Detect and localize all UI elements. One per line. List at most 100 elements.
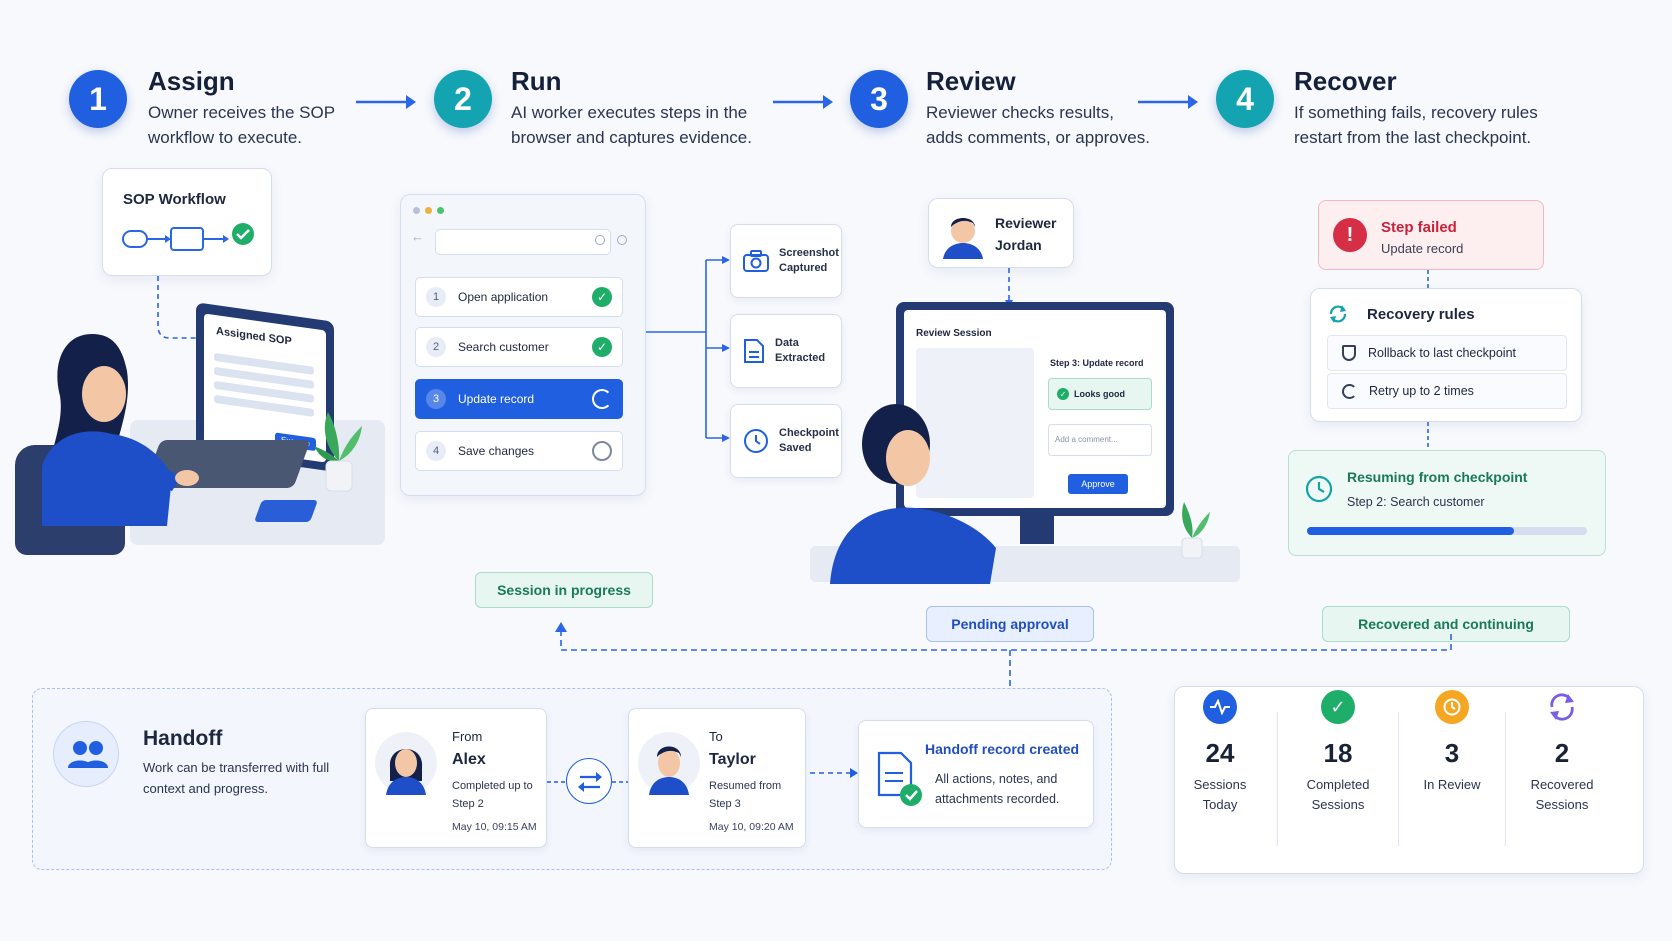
failed-title: Step failed bbox=[1381, 219, 1457, 236]
resume-progress-track bbox=[1307, 527, 1587, 535]
alert-icon: ! bbox=[1333, 218, 1367, 252]
label-line: Today bbox=[1202, 797, 1238, 812]
clock-icon bbox=[1435, 690, 1469, 724]
refresh-icon bbox=[1545, 690, 1579, 724]
handoff-desc: Work can be transferred with full contex… bbox=[143, 757, 329, 799]
rule-label: Rollback to last checkpoint bbox=[1368, 346, 1516, 360]
avatar bbox=[638, 732, 700, 795]
menu-icon[interactable] bbox=[617, 235, 627, 245]
search-icon[interactable] bbox=[595, 235, 605, 245]
desc-line: Reviewer checks results, bbox=[926, 103, 1115, 122]
clock-icon bbox=[744, 429, 768, 453]
label-line: Sessions bbox=[1193, 777, 1247, 792]
evidence-label: Saved bbox=[779, 442, 812, 454]
approve-button[interactable]: Approve bbox=[1068, 474, 1128, 494]
step-index: 3 bbox=[426, 389, 446, 409]
run-step-row[interactable]: 1 Open application ✓ bbox=[415, 277, 623, 317]
evidence-label: Extracted bbox=[775, 352, 826, 364]
shield-icon bbox=[1342, 345, 1356, 361]
check-icon: ✓ bbox=[1321, 690, 1355, 724]
desc-line: If something fails, recovery rules bbox=[1294, 103, 1538, 122]
desc-line: attachments recorded. bbox=[935, 792, 1060, 806]
step-number-3: 3 bbox=[850, 70, 908, 128]
step-desc-review: Reviewer checks results, adds comments, … bbox=[926, 100, 1150, 150]
arrow-right-icon bbox=[773, 95, 833, 109]
stats-divider bbox=[1277, 712, 1278, 846]
resume-checkpoint-card: Resuming from checkpoint Step 2: Search … bbox=[1288, 450, 1606, 556]
address-bar[interactable] bbox=[435, 229, 611, 255]
label-line: In Review bbox=[1423, 777, 1481, 792]
run-step-row-active[interactable]: 3 Update record bbox=[415, 379, 623, 419]
evidence-label: Screenshot bbox=[779, 247, 839, 259]
notebook bbox=[253, 500, 319, 522]
handoff-name: Taylor bbox=[709, 751, 756, 768]
comment-input[interactable]: Add a comment... bbox=[1048, 424, 1152, 456]
note-line: Step 2 bbox=[452, 798, 484, 810]
step-title-run: Run bbox=[511, 66, 562, 96]
step-failed-alert: ! Step failed Update record bbox=[1318, 200, 1544, 270]
swap-icon[interactable] bbox=[566, 758, 612, 804]
sop-card-title: SOP Workflow bbox=[123, 191, 226, 208]
run-step-row[interactable]: 4 Save changes bbox=[415, 431, 623, 471]
reviewer-name: Jordan bbox=[995, 237, 1042, 253]
step-title-assign: Assign bbox=[148, 66, 235, 96]
browser-dots bbox=[413, 207, 444, 214]
run-step-row[interactable]: 2 Search customer ✓ bbox=[415, 327, 623, 367]
spinner-icon bbox=[592, 389, 612, 409]
step-number-2: 2 bbox=[434, 70, 492, 128]
dashed-connector bbox=[1427, 422, 1429, 450]
resume-subtitle: Step 2: Search customer bbox=[1347, 495, 1485, 509]
monitor-stand bbox=[1020, 516, 1054, 544]
handoff-direction: To bbox=[709, 729, 723, 744]
document-icon bbox=[744, 339, 764, 363]
person-owner-illustration bbox=[42, 334, 199, 526]
review-content-panel bbox=[916, 348, 1034, 498]
stat-value: 2 bbox=[1554, 738, 1570, 768]
arrow-right-icon bbox=[1138, 95, 1198, 109]
resume-progress-fill bbox=[1307, 527, 1515, 535]
dashed-connector bbox=[612, 781, 628, 783]
retry-icon bbox=[1342, 383, 1357, 399]
plant-icon bbox=[1181, 502, 1210, 559]
step-title-review: Review bbox=[926, 66, 1016, 96]
looks-good-comment: ✓ Looks good bbox=[1048, 378, 1152, 410]
step-index: 1 bbox=[426, 287, 446, 307]
browser-window: ← 1 Open application ✓ 2 Search customer… bbox=[400, 194, 646, 496]
note-line: Step 3 bbox=[709, 798, 741, 810]
workflow-diagram-icon bbox=[122, 223, 254, 251]
resume-title: Resuming from checkpoint bbox=[1347, 469, 1528, 485]
label-line: Recovered bbox=[1530, 777, 1594, 792]
rules-title: Recovery rules bbox=[1367, 306, 1475, 323]
clock-icon bbox=[1305, 475, 1333, 503]
status-pill-pending: Pending approval bbox=[926, 606, 1094, 642]
pending-circle-icon bbox=[592, 441, 612, 461]
desc-line: restart from the last checkpoint. bbox=[1294, 128, 1532, 147]
handoff-title: Handoff bbox=[143, 727, 223, 750]
handoff-note: Completed up to Step 2 bbox=[452, 777, 533, 813]
check-icon: ✓ bbox=[592, 337, 612, 357]
record-title: Handoff record created bbox=[925, 741, 1080, 757]
arrow-right-icon bbox=[810, 768, 858, 778]
review-session-screen: Review Session Step 3: Update record ✓ L… bbox=[904, 310, 1166, 508]
rule-label: Retry up to 2 times bbox=[1369, 384, 1474, 398]
sop-workflow-card: SOP Workflow bbox=[102, 168, 272, 276]
review-session-title: Review Session bbox=[916, 328, 992, 339]
back-icon[interactable]: ← bbox=[411, 229, 424, 244]
handoff-note: Resumed from Step 3 bbox=[709, 777, 781, 813]
step-desc-assign: Owner receives the SOP workflow to execu… bbox=[148, 100, 335, 150]
looks-good-text: Looks good bbox=[1074, 389, 1125, 399]
stats-divider bbox=[1398, 712, 1399, 846]
users-icon bbox=[53, 721, 119, 787]
step-label: Search customer bbox=[458, 340, 549, 354]
step-label: Save changes bbox=[458, 444, 535, 458]
evidence-label: Checkpoint bbox=[779, 427, 839, 439]
note-line: Resumed from bbox=[709, 780, 782, 792]
loopback-dashed-line bbox=[555, 622, 1452, 688]
avatar bbox=[943, 218, 983, 259]
reviewer-card: Reviewer Jordan bbox=[928, 198, 1074, 268]
